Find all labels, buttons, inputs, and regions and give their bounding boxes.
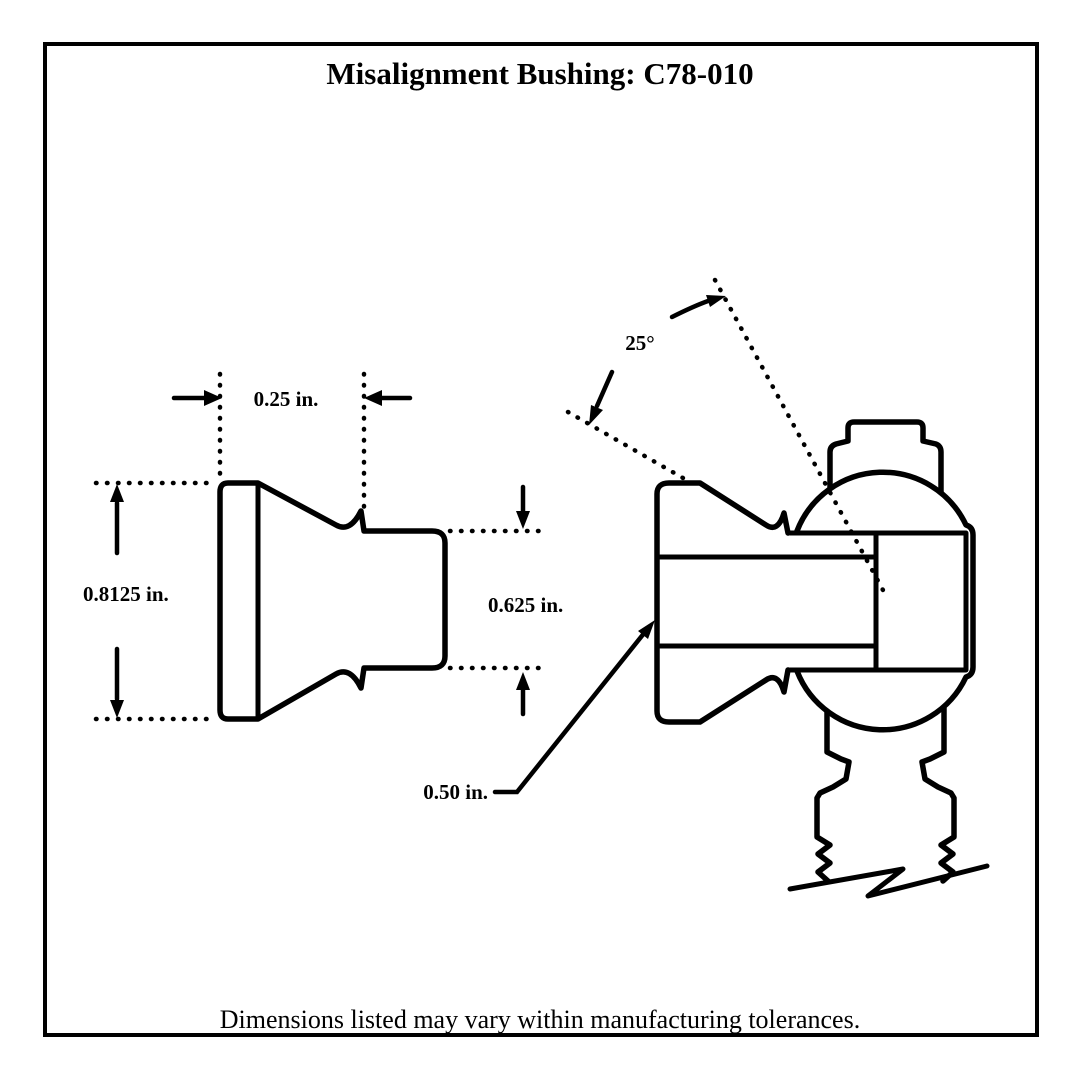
- ball-chord-band: [787, 530, 969, 673]
- angle-arrow-lower-line: [594, 369, 615, 409]
- misalignment-angle-label: 25°: [625, 331, 654, 355]
- bushing-profile-outline: [217, 480, 448, 722]
- shank-break-line: [787, 863, 990, 899]
- angle-arrow-upper-line: [669, 298, 711, 320]
- tolerance-note: Dimensions listed may vary within manufa…: [220, 1005, 860, 1034]
- drawing-border: [43, 42, 1039, 1037]
- flange-width-label: 0.25 in.: [254, 387, 319, 411]
- drawing-title: Misalignment Bushing: C78-010: [326, 56, 753, 91]
- bushing-bore-lines: [657, 531, 879, 672]
- angle-line-shallow: [565, 409, 686, 481]
- bore-leader-head: [638, 620, 655, 639]
- ball-outer-arcs: [794, 469, 976, 733]
- installed-bushing-outline: [654, 480, 791, 725]
- angle-arrow-upper-head: [706, 295, 726, 307]
- angle-line-steep: [712, 277, 887, 595]
- shank-right-outline: [919, 705, 957, 884]
- right-view: 25° 0.50 in.: [423, 277, 990, 899]
- shank-left-outline: [814, 708, 852, 884]
- pilot-arrow-top-head: [516, 511, 530, 529]
- pilot-diameter-label: 0.625 in.: [488, 593, 563, 617]
- pilot-arrow-bottom-head: [516, 672, 530, 690]
- bore-diameter-label: 0.50 in.: [423, 780, 488, 804]
- bore-leader-line: [492, 629, 648, 795]
- angle-arrow-lower-head: [589, 405, 603, 425]
- width-arrow-right-head: [364, 390, 382, 406]
- left-view: 0.25 in. 0.8125 in. 0.625 in.: [83, 371, 563, 722]
- od-arrow-top-head: [110, 484, 124, 502]
- housing-cap-outline: [827, 419, 944, 495]
- width-arrow-left-head: [204, 390, 222, 406]
- od-arrow-bottom-head: [110, 700, 124, 718]
- flange-diameter-label: 0.8125 in.: [83, 582, 169, 606]
